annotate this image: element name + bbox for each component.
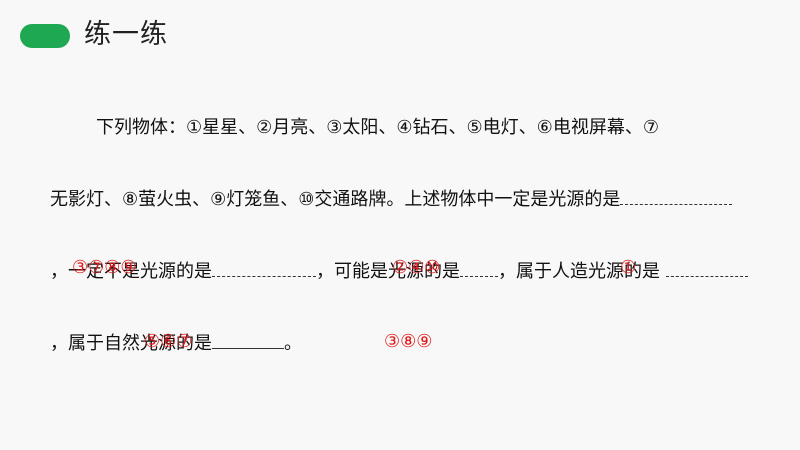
answer-definitely-source: ③⑦⑧⑨ [72,257,137,278]
question-line-3: ，一定不是光源的是 ，可能是光源的是 ，属于人造光源的是 [50,258,748,284]
question-line-4a-text: ，属于自然光源的是 [50,333,212,354]
blank-maybe-source [460,258,498,277]
question-line-4: ，属于自然光源的是 。 [50,330,302,356]
section-marker-pill [20,24,70,48]
question-line-4b-text: 。 [284,333,302,354]
question-line-3c-text: ，属于人造光源的是 [498,261,660,282]
answer-artificial-source: ⑤⑥⑦ [144,331,193,352]
question-line-3b-text: ，可能是光源的是 [316,261,460,282]
blank-definitely-source [620,186,733,205]
blank-not-source [212,258,316,277]
answer-not-source: ②④⑩ [392,257,441,278]
blank-artificial-source [665,258,748,277]
blank-natural-source [212,330,284,349]
answer-maybe-source: ① [620,257,637,278]
question-line-2-text: 无影灯、⑧萤火虫、⑨灯笼鱼、⑩交通路牌。上述物体中一定是光源的是 [50,189,621,210]
page-title: 练一练 [84,19,168,50]
question-line-3a-text: ，一定不是光源的是 [50,261,212,282]
question-line-1: 下列物体：①星星、②月亮、③太阳、④钻石、⑤电灯、⑥电视屏幕、⑦ [96,117,659,138]
question-line-2: 无影灯、⑧萤火虫、⑨灯笼鱼、⑩交通路牌。上述物体中一定是光源的是 [50,186,733,212]
answer-natural-source: ③⑧⑨ [384,331,433,352]
